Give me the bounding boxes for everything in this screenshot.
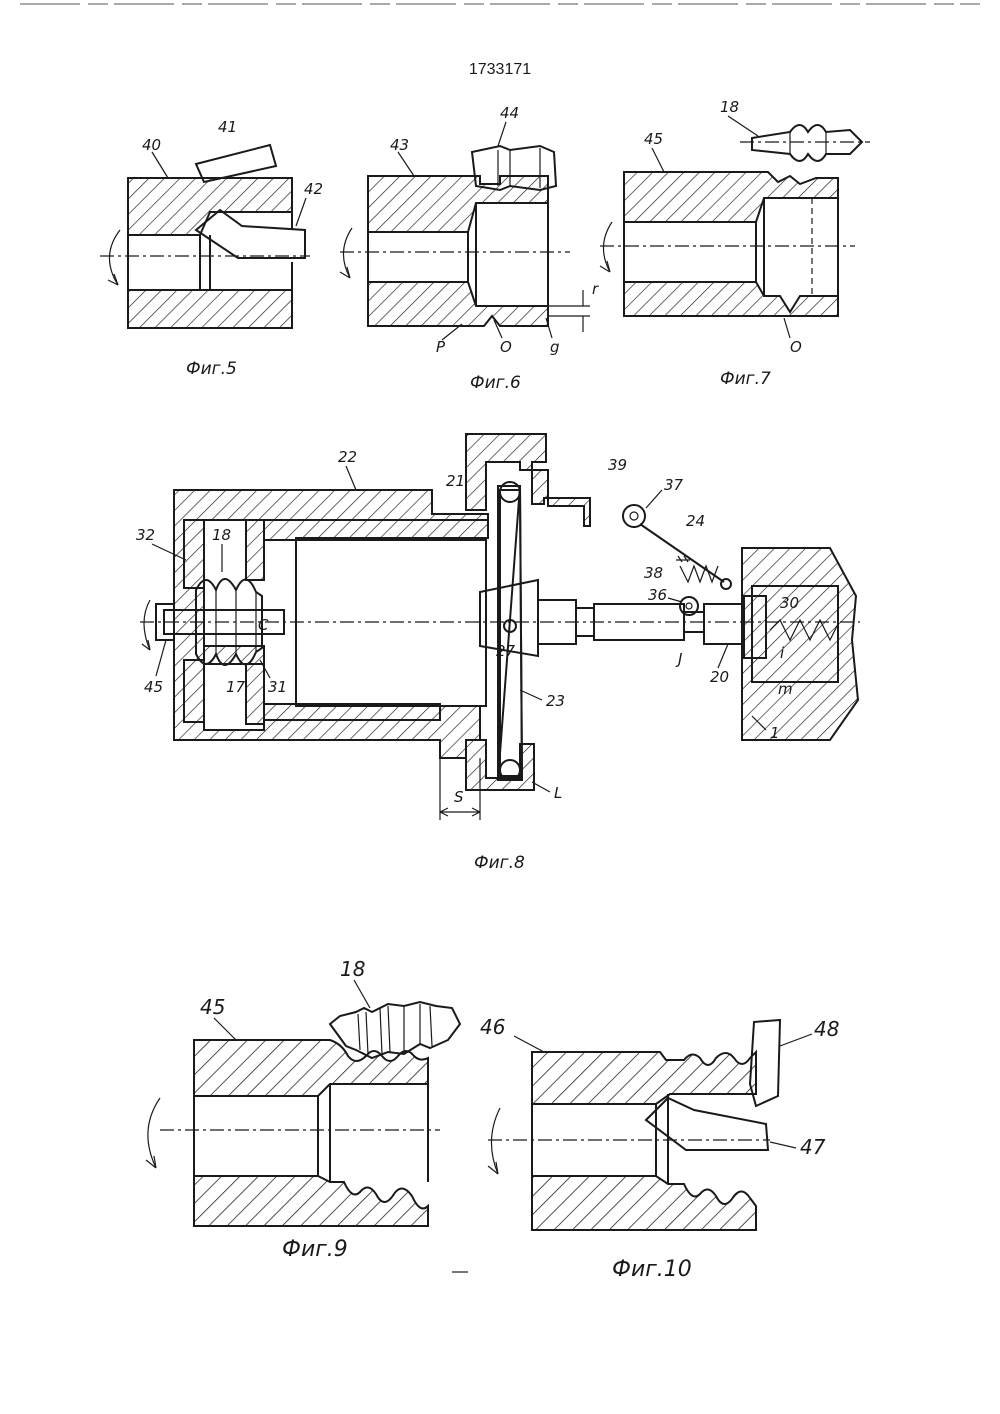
figure-10-caption: Фиг.10 xyxy=(612,1257,692,1282)
label-18-fig9: 18 xyxy=(340,957,365,981)
figure-7: 45 18 O Фиг.7 xyxy=(600,98,870,389)
label-22: 22 xyxy=(338,448,357,466)
label-46: 46 xyxy=(480,1015,505,1039)
figure-6: r 43 44 P O g Фиг.6 xyxy=(340,104,599,393)
document-number: 1733171 xyxy=(469,61,531,78)
label-39: 39 xyxy=(608,456,627,474)
label-45-fig9: 45 xyxy=(200,995,225,1019)
figure-5-caption: Фиг.5 xyxy=(186,359,237,379)
label-J: J xyxy=(675,650,682,668)
label-44: 44 xyxy=(500,104,519,122)
label-48: 48 xyxy=(814,1017,839,1041)
label-S: S xyxy=(454,788,464,806)
label-1: 1 xyxy=(770,724,780,742)
figure-8-caption: Фиг.8 xyxy=(474,853,525,873)
label-37: 37 xyxy=(664,476,684,494)
label-40: 40 xyxy=(142,136,161,154)
figure-5: 40 41 42 Фиг.5 xyxy=(100,118,323,379)
label-m: m xyxy=(778,680,793,698)
label-21: 21 xyxy=(446,472,465,490)
label-O-fig6: O xyxy=(500,338,512,356)
label-43: 43 xyxy=(390,136,409,154)
label-18-fig8: 18 xyxy=(212,526,231,544)
figure-8: 22 21 39 37 24 32 18 38 36 30 C 27 J 20 … xyxy=(136,434,860,873)
label-42: 42 xyxy=(304,180,323,198)
label-45-fig8: 45 xyxy=(144,678,163,696)
label-27: 27 xyxy=(496,642,516,660)
label-47: 47 xyxy=(800,1135,826,1159)
label-17: 17 xyxy=(226,678,246,696)
figure-9: 45 18 Фиг.9 xyxy=(146,957,460,1262)
figure-6-caption: Фиг.6 xyxy=(470,373,521,393)
label-45-fig7: 45 xyxy=(644,130,663,148)
label-P: P xyxy=(436,338,446,356)
label-36: 36 xyxy=(648,586,667,604)
label-20: 20 xyxy=(710,668,729,686)
label-23: 23 xyxy=(546,692,565,710)
label-31: 31 xyxy=(268,678,287,696)
label-30: 30 xyxy=(780,594,799,612)
label-L: L xyxy=(554,784,562,802)
label-C: C xyxy=(258,616,269,634)
label-24: 24 xyxy=(686,512,705,530)
figure-7-caption: Фиг.7 xyxy=(720,369,771,389)
label-18-fig7: 18 xyxy=(720,98,739,116)
label-32: 32 xyxy=(136,526,155,544)
label-O-fig7: O xyxy=(790,338,802,356)
figure-10: 46 48 47 Фиг.10 xyxy=(480,1015,839,1282)
label-38: 38 xyxy=(644,564,663,582)
label-41: 41 xyxy=(218,118,237,136)
figure-9-caption: Фиг.9 xyxy=(282,1237,348,1262)
label-g: g xyxy=(550,338,560,356)
label-r: r xyxy=(592,280,599,298)
